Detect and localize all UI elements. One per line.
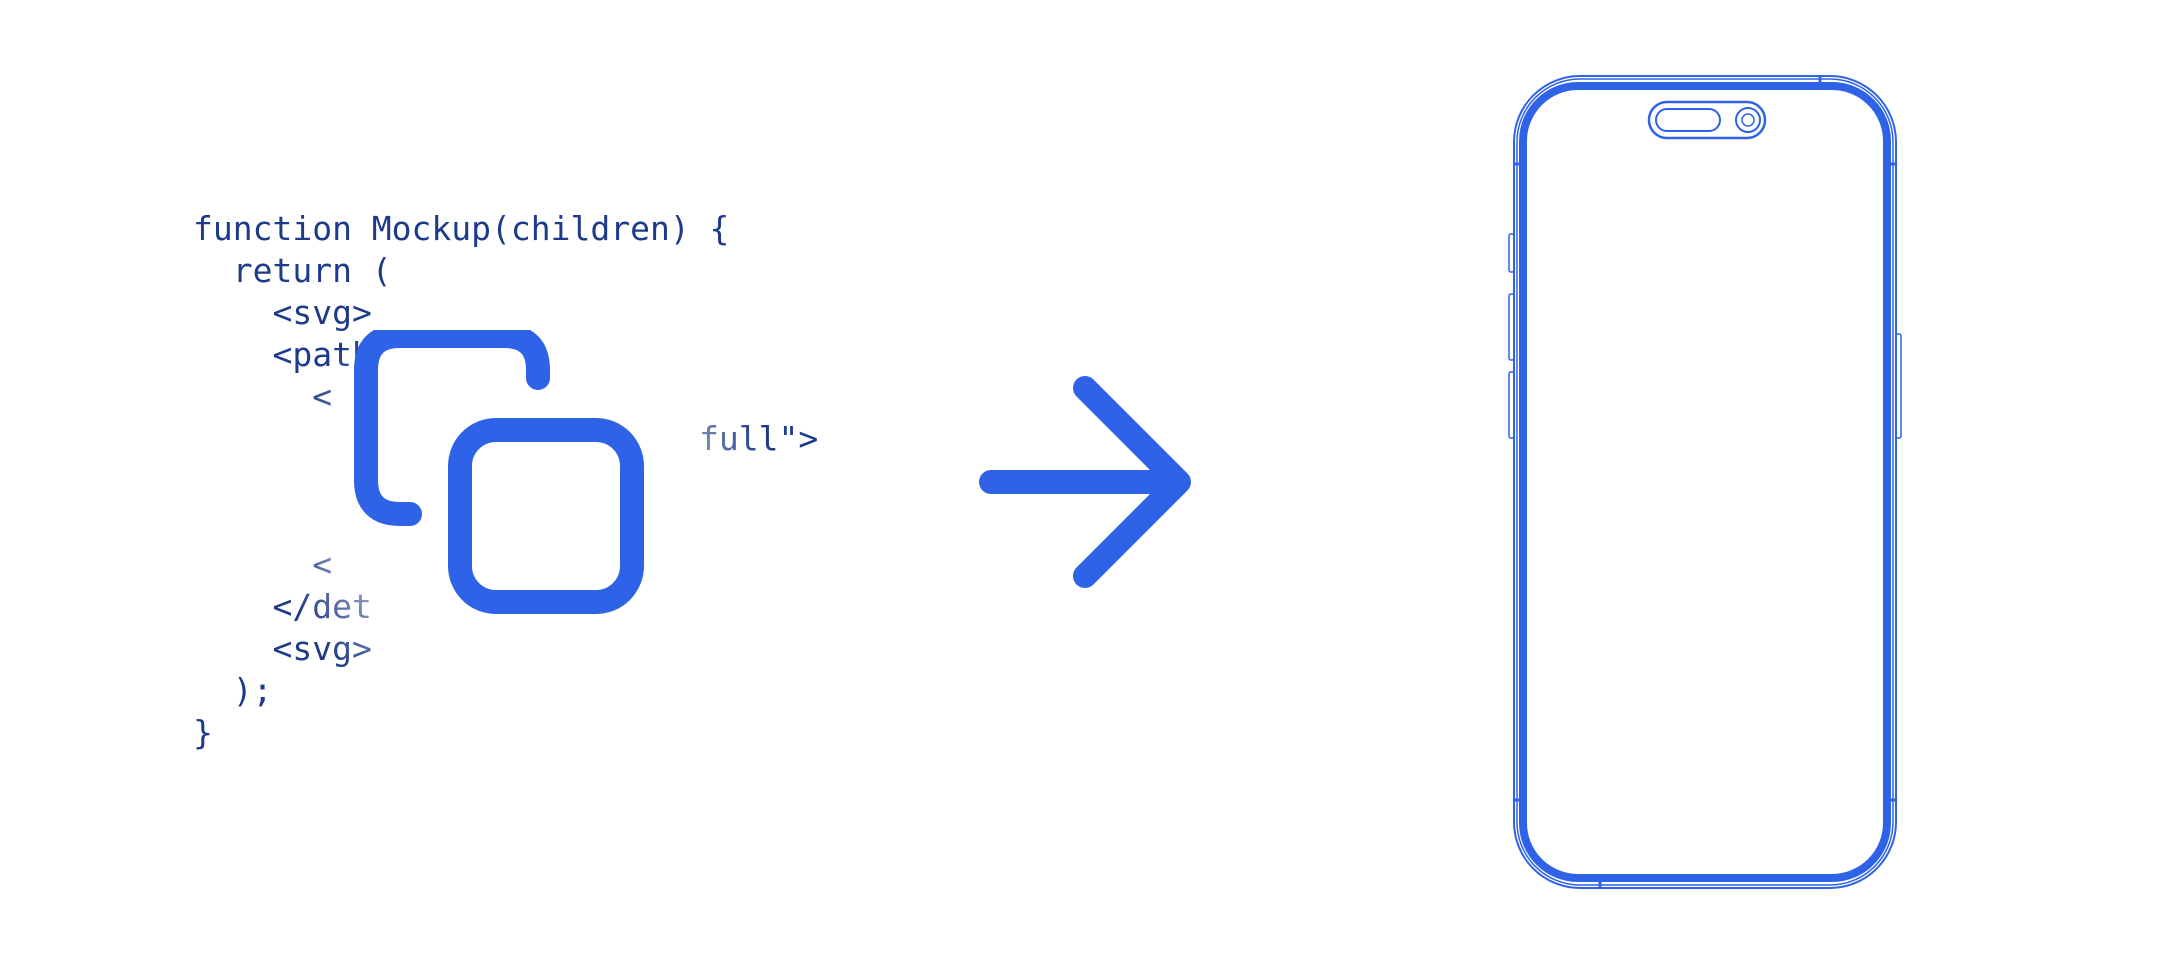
- phone-screen: [1519, 82, 1891, 882]
- phone-mockup-icon: [1508, 75, 1902, 889]
- code-line: );: [193, 670, 312, 712]
- code-line: <svg>: [193, 628, 371, 670]
- phone-dynamic-island: [1647, 100, 1767, 140]
- copy-icon: [354, 330, 644, 614]
- code-text: <svg>: [193, 293, 372, 332]
- phone-power-button: [1895, 333, 1902, 439]
- code-text: <svg>: [193, 629, 372, 668]
- code-line: }: [193, 712, 312, 754]
- code-line: <path: [193, 334, 371, 376]
- code-text: function Mockup(children) {: [193, 209, 730, 248]
- copy-icon-back-square: [354, 330, 550, 526]
- phone-volume-up-button: [1508, 293, 1515, 361]
- code-snippet: function Mockup(children) { return ( <sv…: [193, 208, 833, 768]
- code-text: full">: [699, 419, 819, 458]
- phone-volume-down-button: [1508, 371, 1515, 439]
- code-line: <: [193, 376, 332, 418]
- code-text: return (: [193, 251, 392, 290]
- code-line: return (: [193, 250, 392, 292]
- code-text: );: [193, 671, 273, 710]
- code-text: </det: [193, 587, 372, 626]
- code-text: }: [193, 713, 213, 752]
- phone-mid-frame: [1516, 78, 1894, 886]
- phone-mute-switch: [1508, 233, 1515, 273]
- code-text: <: [193, 377, 333, 416]
- code-line: function Mockup(children) {: [193, 208, 729, 250]
- code-line: <svg>: [193, 292, 371, 334]
- copy-icon-front-square: [448, 418, 644, 614]
- code-line: </det: [193, 586, 371, 628]
- code-text: <: [193, 545, 333, 584]
- arrow-right-icon: [979, 376, 1191, 588]
- phone-outer-frame: [1513, 75, 1897, 889]
- code-line: <: [193, 544, 332, 586]
- code-line: full">: [193, 418, 818, 460]
- code-text: <path: [193, 335, 372, 374]
